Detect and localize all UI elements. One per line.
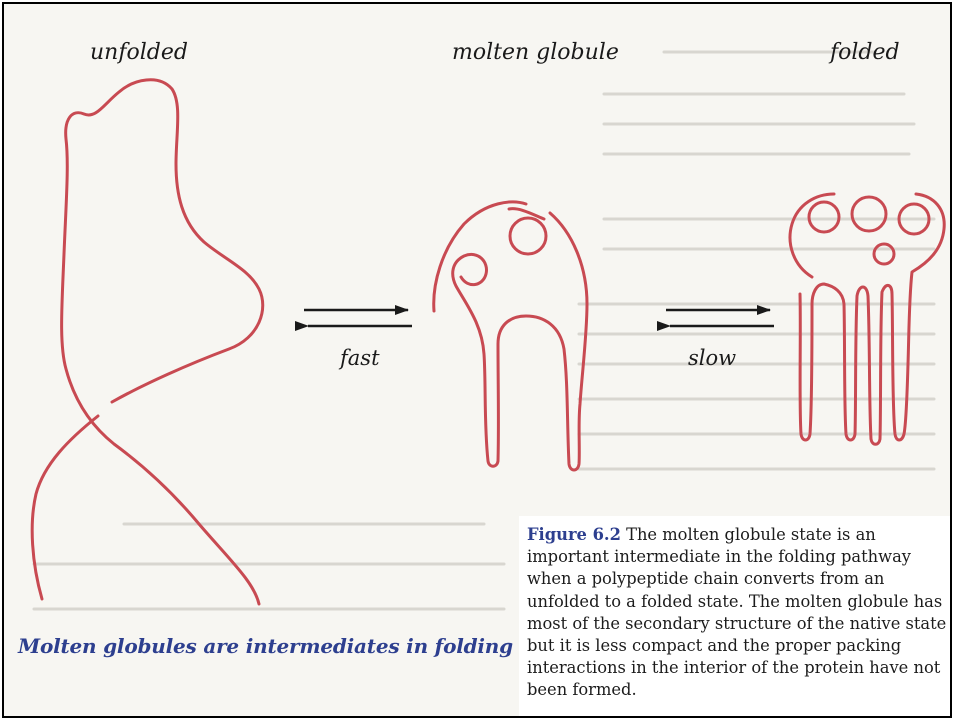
unfolded-chain-upper <box>62 80 263 604</box>
folded-chain-loop-center <box>852 197 886 231</box>
slow-label: slow <box>688 346 736 370</box>
folded-chain-loop-small <box>874 244 894 264</box>
unfolded-chain <box>32 80 263 604</box>
headline: Molten globules are intermediates in fol… <box>18 634 513 658</box>
figure-number: Figure 6.2 <box>527 525 621 544</box>
folded-chain-loop-right <box>899 204 929 234</box>
molten-globule-label: molten globule <box>452 40 619 65</box>
unfolded-label: unfolded <box>90 40 188 65</box>
fast-label: fast <box>340 346 380 370</box>
folded-chain <box>790 194 944 444</box>
molten-globule-chain <box>434 202 587 470</box>
folded-label: folded <box>830 40 900 65</box>
caption-text: The molten globule state is an important… <box>527 525 946 699</box>
unfolded-chain-lower <box>32 416 98 599</box>
slow-equilibrium-arrows <box>666 310 774 326</box>
molten-globule-loop <box>510 218 546 254</box>
folded-chain-loop-left <box>809 202 839 232</box>
fast-equilibrium-arrows <box>304 310 412 326</box>
figure-caption: Figure 6.2 The molten globule state is a… <box>527 524 952 702</box>
